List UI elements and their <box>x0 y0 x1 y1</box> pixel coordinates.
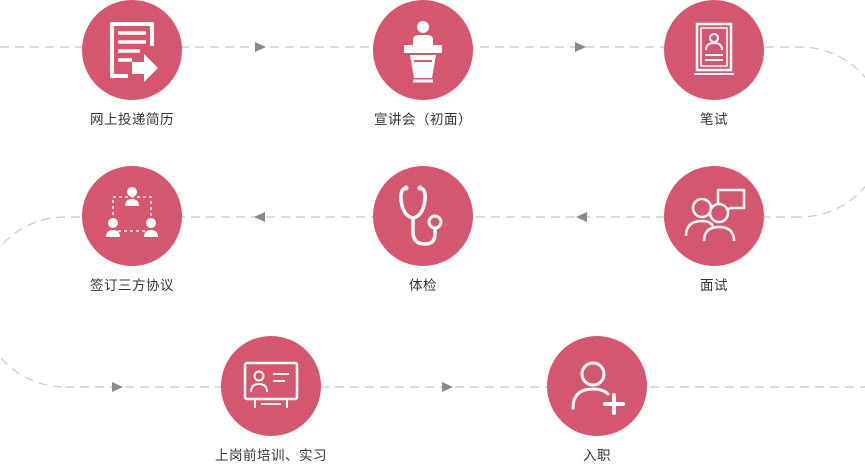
arrow-right-4 <box>442 382 453 392</box>
interview-chat-icon <box>684 188 746 242</box>
step-onboarding: 入职 <box>517 336 677 465</box>
step-circle <box>373 0 473 100</box>
step-written-test: 笔试 <box>634 0 794 129</box>
step-medical-exam: 体检 <box>343 166 503 295</box>
step-label: 入职 <box>583 448 611 464</box>
arrow-left-2 <box>254 212 265 222</box>
step-pre-job-training: 上岗前培训、实习 <box>191 336 351 465</box>
written-test-icon <box>694 22 734 75</box>
podium-speaker-icon <box>404 21 442 83</box>
step-info-session: 宣讲会（初面） <box>343 0 503 129</box>
arrow-left-1 <box>576 212 587 222</box>
step-label: 签订三方协议 <box>90 278 174 294</box>
step-circle <box>547 336 647 436</box>
step-label: 体检 <box>409 278 437 294</box>
step-label: 网上投递简历 <box>90 112 174 128</box>
step-circle <box>373 166 473 266</box>
step-label: 宣讲会（初面） <box>374 112 472 128</box>
step-circle <box>664 0 764 100</box>
step-interview: 面试 <box>634 166 794 295</box>
step-tripartite-agreement: 签订三方协议 <box>52 166 212 295</box>
arrow-right-2 <box>575 42 586 52</box>
step-label: 上岗前培训、实习 <box>215 448 327 464</box>
step-online-resume: 网上投递简历 <box>52 0 212 129</box>
connector-row-2 <box>0 216 800 388</box>
user-add-icon <box>571 361 625 415</box>
step-circle <box>82 0 182 100</box>
step-label: 面试 <box>700 278 728 294</box>
agreement-network-icon <box>106 187 158 237</box>
step-circle <box>221 336 321 436</box>
stethoscope-icon <box>399 185 443 246</box>
connector-row-1 <box>0 46 865 218</box>
step-circle <box>82 166 182 266</box>
training-board-icon <box>243 361 299 408</box>
step-circle <box>664 166 764 266</box>
arrow-right-1 <box>255 42 266 52</box>
step-label: 笔试 <box>700 112 728 128</box>
resume-send-icon <box>110 22 158 82</box>
arrow-right-3 <box>112 382 123 392</box>
